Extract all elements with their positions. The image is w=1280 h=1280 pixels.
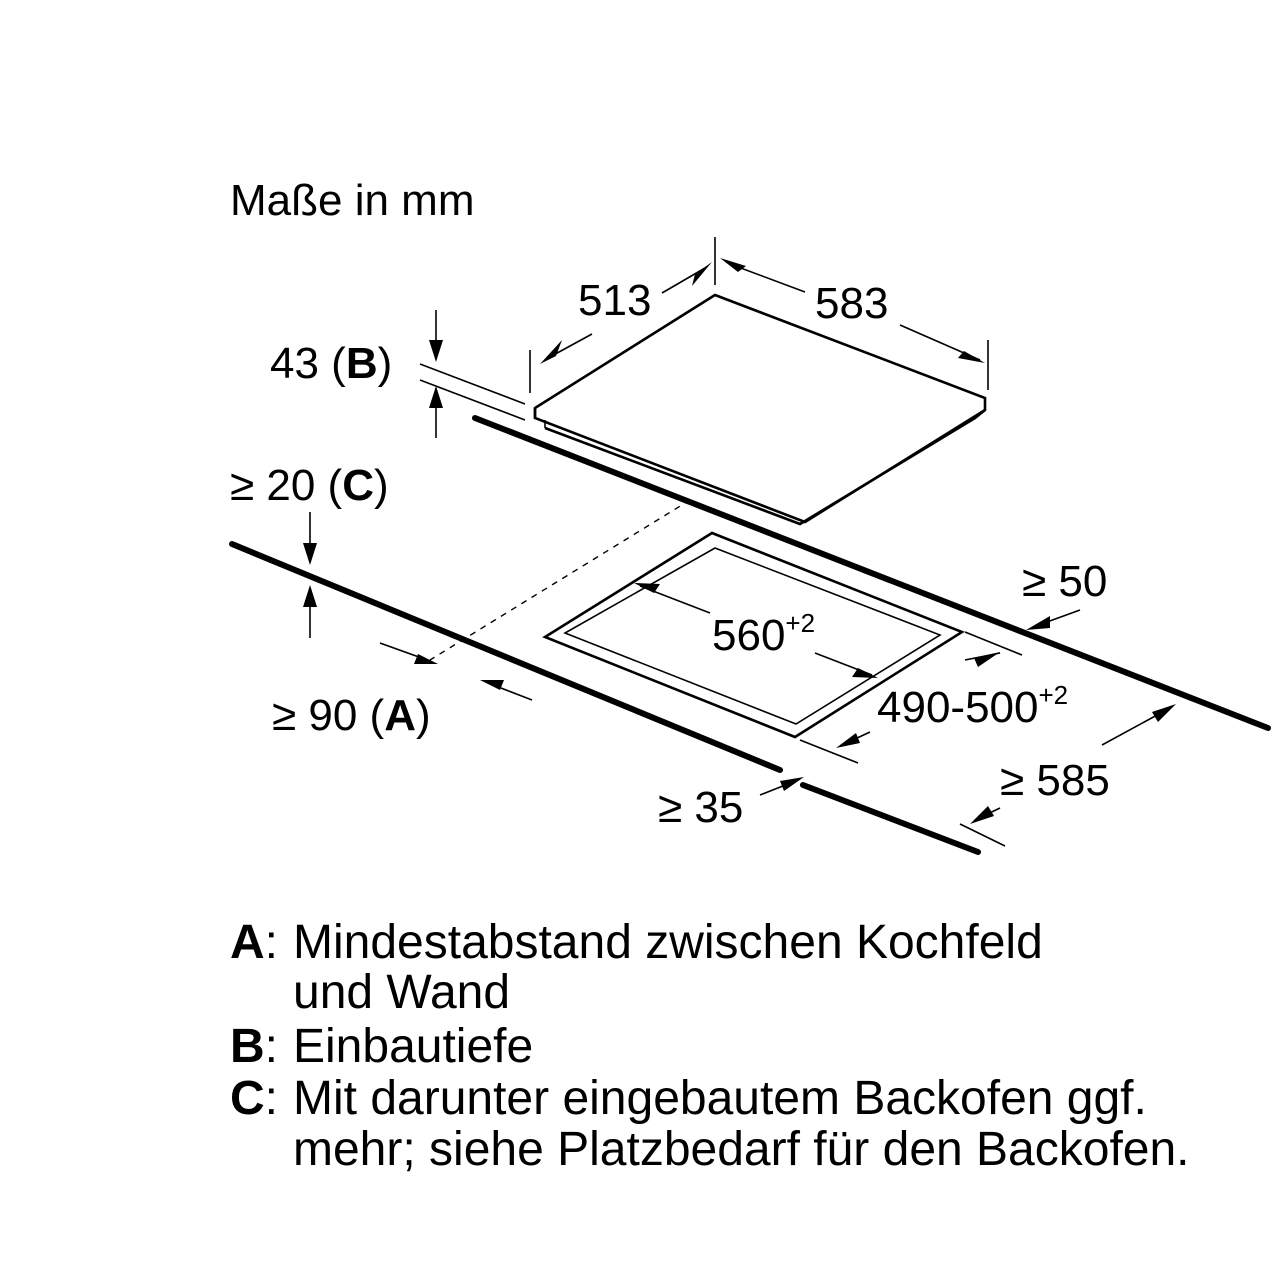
- legend-text-b-line1: Einbautiefe: [293, 1020, 533, 1073]
- label-90: ≥ 90 (A): [272, 691, 431, 740]
- label-560: 560+2: [712, 608, 815, 660]
- diagram-title: Maße in mm: [230, 176, 474, 225]
- label-585: ≥ 585: [1000, 756, 1110, 805]
- legend-item-b: B:: [230, 1020, 278, 1073]
- legend: A: Mindestabstand zwischen Kochfeld und …: [230, 916, 1190, 1176]
- legend-text-c-line1: Mit darunter eingebautem Backofen ggf.: [293, 1072, 1147, 1125]
- label-20: ≥ 20 (C): [230, 461, 389, 510]
- dim-585: [959, 704, 1176, 847]
- label-43: 43 (B): [270, 339, 392, 388]
- legend-text-a-line2: und Wand: [293, 966, 510, 1019]
- label-583: 583: [815, 279, 888, 328]
- worktop-cutout: [542, 531, 965, 739]
- label-490-500: 490-500+2: [877, 680, 1068, 732]
- legend-text-a-line1: Mindestabstand zwischen Kochfeld: [293, 916, 1043, 969]
- legend-text-c-line2: mehr; siehe Platzbedarf für den Backofen…: [293, 1123, 1190, 1176]
- dim-583: [720, 258, 989, 390]
- dim-513: [529, 237, 716, 393]
- projection-line: [429, 499, 691, 661]
- dim-490-500: [799, 631, 1023, 764]
- dim-35: [759, 777, 804, 796]
- dim-560: [634, 583, 878, 678]
- cooktop: [533, 293, 987, 526]
- worktop-front-edge: [229, 541, 981, 855]
- dim-90: [379, 642, 533, 701]
- label-513: 513: [578, 276, 651, 325]
- legend-item-a: A:: [230, 916, 278, 969]
- dim-50: [1026, 609, 1081, 630]
- legend-item-c: C:: [230, 1072, 278, 1125]
- cooktop-glass-edge: [533, 408, 986, 526]
- label-35: ≥ 35: [658, 783, 743, 832]
- cooktop-top-surface: [533, 293, 987, 524]
- worktop-back-edge: [472, 415, 1271, 731]
- dim-43: [419, 310, 526, 438]
- label-50: ≥ 50: [1022, 557, 1107, 606]
- dim-20: [303, 512, 317, 638]
